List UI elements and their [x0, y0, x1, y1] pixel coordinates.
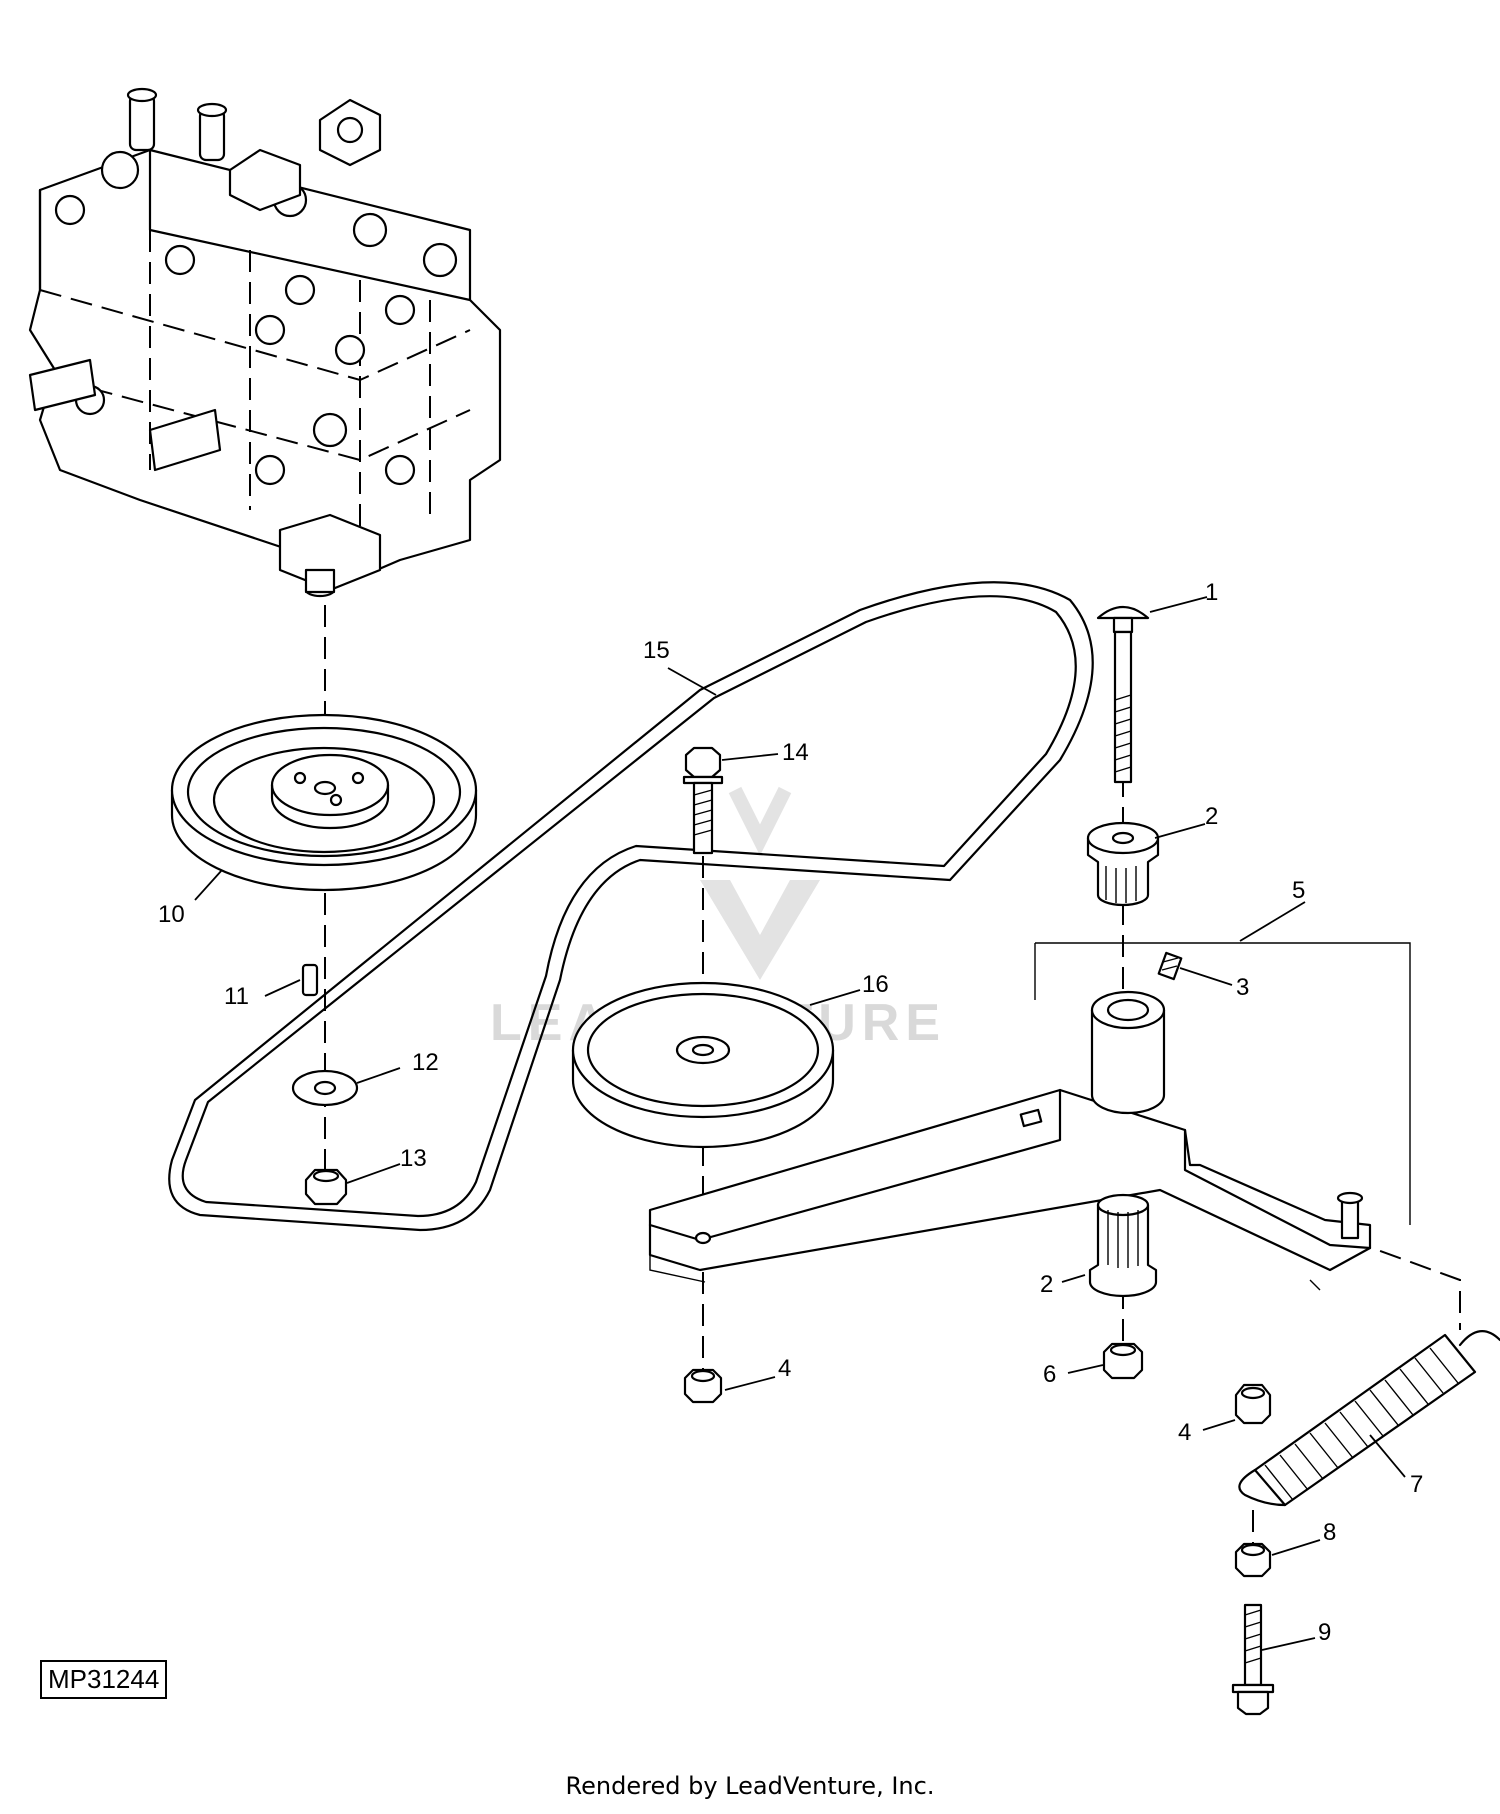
flange-nut-8 [1234, 1542, 1272, 1578]
callout-4-center: 4 [778, 1355, 791, 1382]
idler-arm [648, 990, 1372, 1272]
callout-3: 3 [1236, 974, 1249, 1001]
idler-pulley [571, 981, 835, 1149]
flange-bolt-14 [682, 746, 724, 855]
axis-line-spring [1349, 1239, 1461, 1330]
callout-5: 5 [1292, 877, 1305, 904]
flange-nut-4-right [1234, 1383, 1272, 1425]
hex-nut [304, 1168, 348, 1206]
callout-4-right: 4 [1178, 1419, 1191, 1446]
callout-11: 11 [224, 983, 249, 1010]
callout-14: 14 [782, 739, 809, 766]
item-5-bracket [649, 942, 1411, 1291]
flange-nut-6 [1102, 1342, 1144, 1380]
callout-10: 10 [158, 901, 185, 928]
bushing-upper [1086, 821, 1160, 907]
footer-credit: Rendered by LeadVenture, Inc. [565, 1772, 935, 1800]
carriage-bolt [1096, 605, 1150, 784]
washer [291, 1069, 359, 1107]
watermark-logo [700, 786, 820, 980]
flange-bolt-9 [1231, 1603, 1275, 1716]
bushing-lower [1088, 1193, 1158, 1298]
woodruff-key [301, 963, 319, 997]
callout-1: 1 [1205, 579, 1218, 606]
callout-8: 8 [1323, 1519, 1336, 1546]
callout-2-lower: 2 [1040, 1271, 1053, 1298]
transmission-unit [28, 87, 502, 598]
callout-13: 13 [400, 1145, 427, 1172]
grease-fitting [1157, 951, 1183, 981]
callout-7: 7 [1410, 1471, 1423, 1498]
leader-lines [194, 596, 1406, 1651]
callout-16: 16 [862, 971, 889, 998]
flange-nut-4-center [683, 1368, 723, 1404]
callout-6: 6 [1043, 1361, 1056, 1388]
extension-spring [1238, 1330, 1500, 1507]
diagram-id-label: MP31244 [40, 1660, 168, 1699]
drive-belt [168, 581, 1094, 1232]
callout-9: 9 [1318, 1619, 1331, 1646]
drive-pulley [170, 713, 478, 892]
callout-15: 15 [643, 637, 670, 664]
callout-2-upper: 2 [1205, 803, 1218, 830]
callout-12: 12 [412, 1049, 439, 1076]
